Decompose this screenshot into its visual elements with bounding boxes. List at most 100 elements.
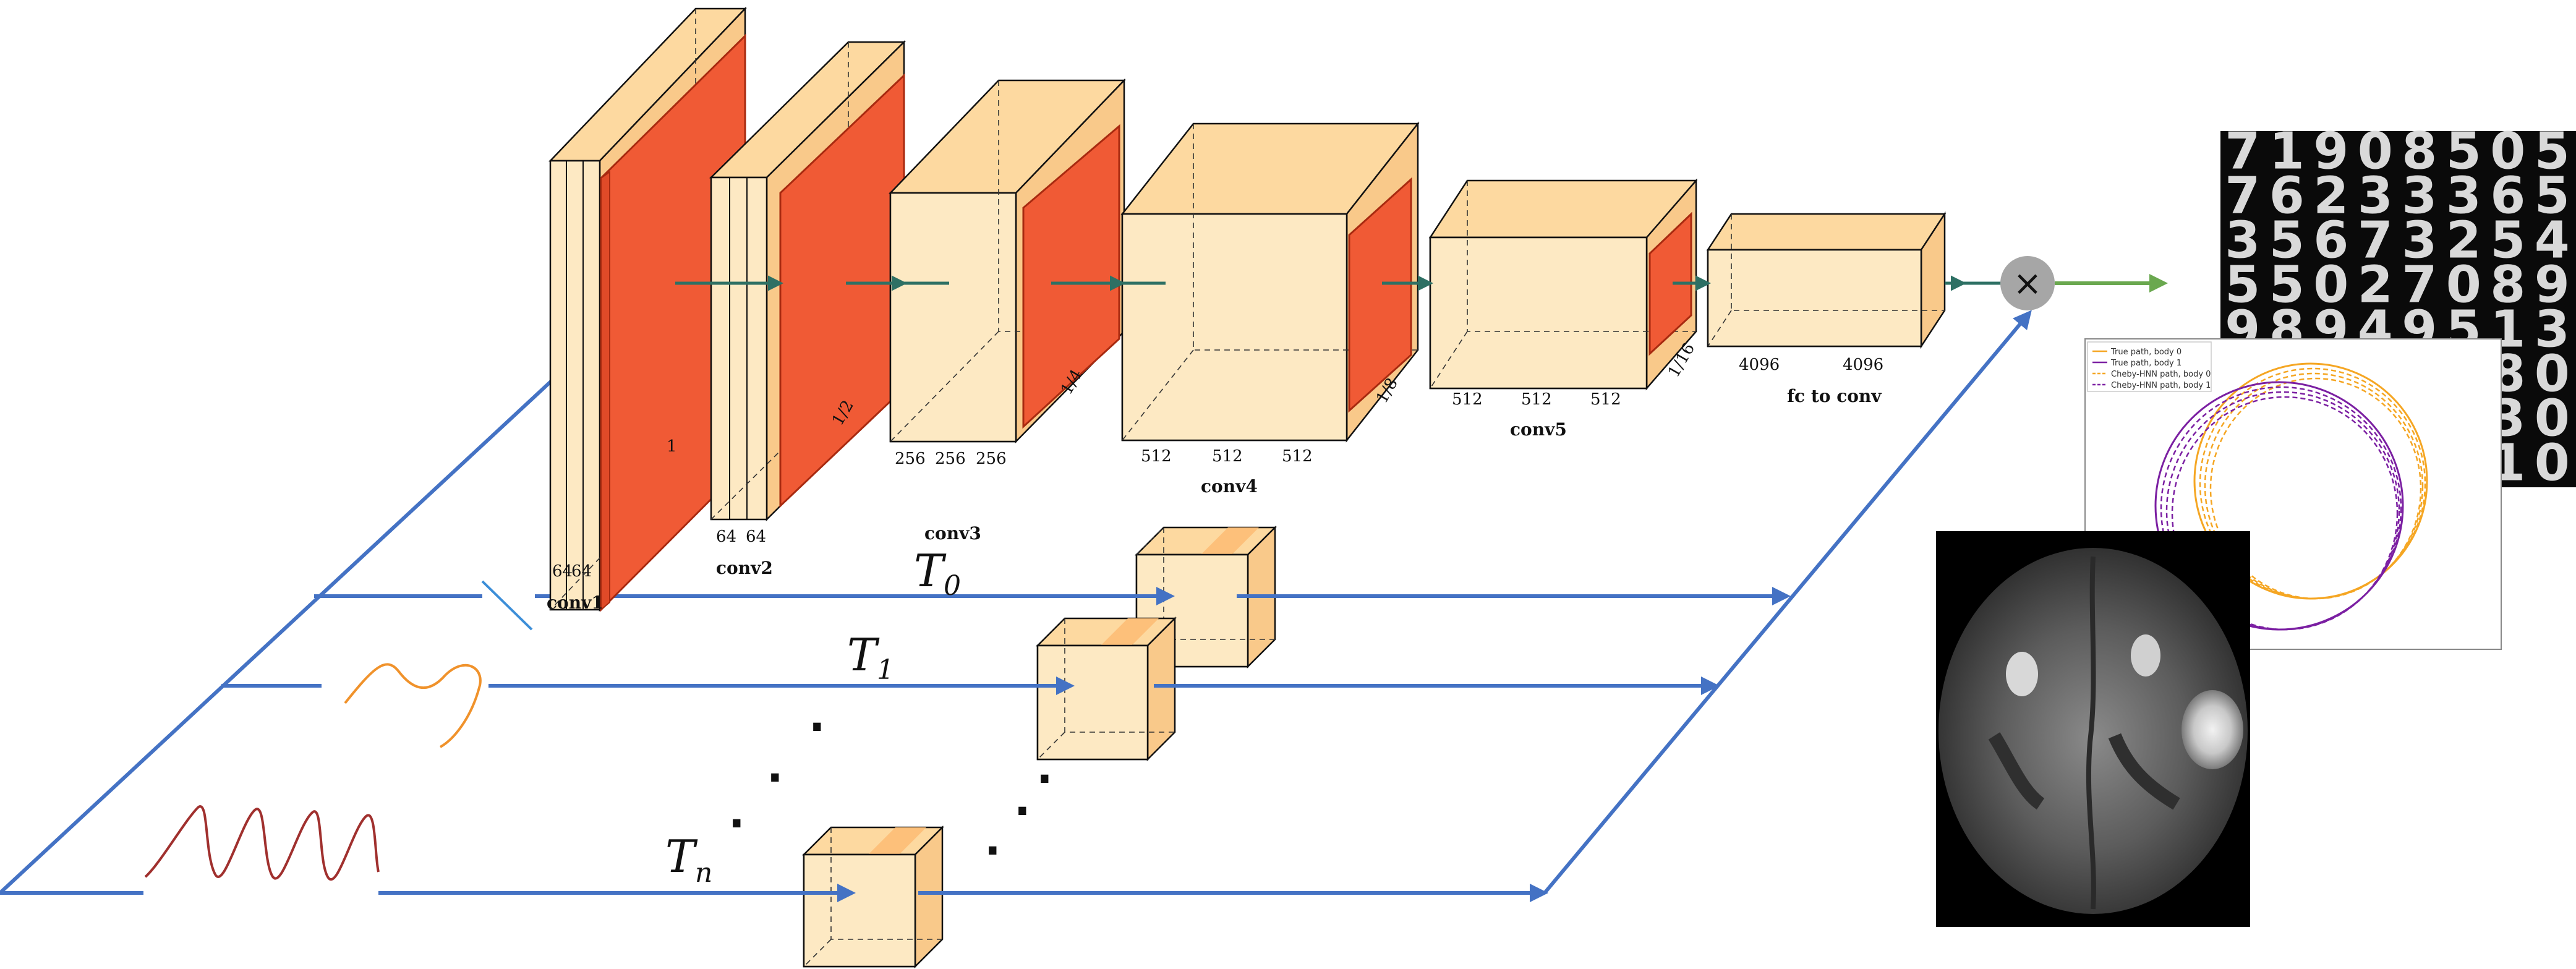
- mnist-digit: 5: [2446, 122, 2481, 181]
- svg-text:·: ·: [984, 826, 1001, 876]
- svg-text:Cheby-HNN path, body 1: Cheby-HNN path, body 1: [2111, 381, 2211, 390]
- mnist-digit: 5: [2269, 211, 2305, 270]
- mnist-digit: 2: [2313, 166, 2348, 225]
- mnist-digit: 3: [2225, 211, 2260, 270]
- mnist-digit: 7: [2225, 122, 2260, 181]
- mnist-digit: 3: [2535, 300, 2570, 359]
- mnist-digit: 5: [2269, 255, 2305, 314]
- mnist-digit: 0: [2446, 255, 2481, 314]
- plot-legend: [2087, 341, 2212, 392]
- conv1-channel-1: 64: [552, 562, 573, 581]
- conv5-name: conv5: [1510, 419, 1567, 440]
- legend-entry-1: True path, body 0: [2092, 348, 2181, 357]
- legend-entry-4: Cheby-HNN path, body 1: [2092, 381, 2211, 390]
- mnist-digit: 5: [2225, 255, 2260, 314]
- mnist-digit: 9: [2313, 122, 2348, 181]
- conv3-channel-2: 256: [935, 450, 966, 468]
- basis-label-t0: T0: [914, 545, 961, 602]
- svg-text:True path, body 0: True path, body 0: [2110, 348, 2181, 357]
- mnist-digit: 0: [2490, 122, 2525, 181]
- mnist-digit: 6: [2313, 211, 2348, 270]
- conv4-channel-1: 512: [1141, 447, 1172, 466]
- conv5-channel-1: 512: [1452, 390, 1483, 409]
- conv2-channel-2: 64: [746, 527, 766, 546]
- conv3-name: conv3: [924, 523, 981, 544]
- mnist-digit: 2: [2446, 211, 2481, 270]
- mnist-digit: 6: [2269, 166, 2305, 225]
- conv2-channel-1: 64: [716, 527, 736, 546]
- conv4-channel-2: 512: [1212, 447, 1243, 466]
- cnn-stack: 64 64 1 conv1 64 64 1/2 conv2 256 256 25…: [547, 6, 1966, 613]
- mnist-digit: 3: [2402, 211, 2437, 270]
- conv1-channel-2: 64: [571, 562, 592, 581]
- mnist-digit: 1: [2269, 122, 2305, 181]
- mnist-digit: 5: [2535, 166, 2570, 225]
- svg-text:·: ·: [1036, 754, 1053, 805]
- svg-text:·: ·: [1014, 786, 1031, 837]
- conv3-channel-1: 256: [895, 450, 926, 468]
- mnist-digit: 8: [2402, 122, 2437, 181]
- mnist-digit: 7: [2225, 166, 2260, 225]
- conv4-block: [1120, 121, 1420, 443]
- fc-channel-2: 4096: [1843, 356, 1883, 374]
- mnist-digit: 9: [2535, 255, 2570, 314]
- basis-label-tn: Tn: [665, 830, 712, 889]
- mnist-digit: 0: [2358, 122, 2393, 181]
- svg-text:Cheby-HNN path, body 0: Cheby-HNN path, body 0: [2111, 370, 2211, 379]
- conv1-block: [548, 6, 747, 612]
- ellipsis-left: · · ·: [728, 702, 825, 849]
- conv4-channel-3: 512: [1282, 447, 1313, 466]
- legend-entry-2: True path, body 1: [2092, 359, 2181, 368]
- mnist-digit: 3: [2358, 166, 2393, 225]
- mnist-digit: 0: [2535, 389, 2570, 448]
- conv1-scale: 1: [667, 437, 677, 456]
- mnist-digit: 0: [2535, 433, 2570, 492]
- basis-edge: [1136, 527, 1164, 555]
- mnist-digit: 0: [2313, 255, 2348, 314]
- legend-entry-3: Cheby-HNN path, body 0: [2092, 370, 2211, 379]
- basis-box-t1: [1035, 616, 1177, 762]
- svg-text:·: ·: [728, 798, 745, 849]
- basis-waveform-t0: [481, 580, 533, 631]
- basis-waveform-t1: [344, 663, 482, 748]
- conv5-channel-3: 512: [1590, 390, 1621, 409]
- input-trunk-line: [0, 362, 572, 895]
- svg-text:True path, body 1: True path, body 1: [2110, 359, 2181, 368]
- fc-name: fc to conv: [1787, 386, 1882, 406]
- conv2-name: conv2: [716, 558, 773, 578]
- chebyshev-branch: T0 T1 Tn · · · · · ·: [0, 310, 2032, 969]
- mnist-digit: 3: [2446, 166, 2481, 225]
- conv5-block: [1428, 178, 1698, 391]
- conv3-block: [889, 78, 1126, 444]
- multiply-node: ×: [1963, 256, 2055, 310]
- basis-label-t1: T1: [847, 629, 894, 686]
- mnist-digit: 7: [2358, 211, 2393, 270]
- multiply-symbol: ×: [2013, 263, 2042, 304]
- orbit-body-1: [2154, 381, 2404, 631]
- fc-block: [1706, 211, 1947, 349]
- mnist-digit: 3: [2402, 166, 2437, 225]
- svg-text:·: ·: [809, 702, 825, 753]
- orbit-body-0: [2193, 362, 2428, 600]
- mnist-digit: 8: [2490, 255, 2525, 314]
- brain-mri-image: [1936, 531, 2250, 927]
- basis-box-tn: [801, 825, 945, 969]
- mnist-digit: 0: [2535, 344, 2570, 403]
- mnist-digit: 5: [2535, 122, 2570, 181]
- fc-channel-1: 4096: [1739, 356, 1780, 374]
- svg-text:·: ·: [767, 753, 783, 803]
- mnist-digit: 4: [2535, 211, 2570, 270]
- mnist-digit: 5: [2490, 211, 2525, 270]
- collector-line: [1543, 310, 2032, 894]
- basis-box-t0: [1134, 525, 1277, 669]
- mnist-digit: 2: [2358, 255, 2393, 314]
- basis-waveform-tn: [144, 805, 380, 881]
- mnist-digit: 7: [2402, 255, 2437, 314]
- conv1-name: conv1: [547, 592, 603, 613]
- conv4-name: conv4: [1201, 476, 1258, 497]
- conv5-channel-2: 512: [1521, 390, 1552, 409]
- conv3-channel-3: 256: [976, 450, 1007, 468]
- mnist-digit: 6: [2490, 166, 2525, 225]
- ellipsis-right: · · ·: [984, 754, 1053, 876]
